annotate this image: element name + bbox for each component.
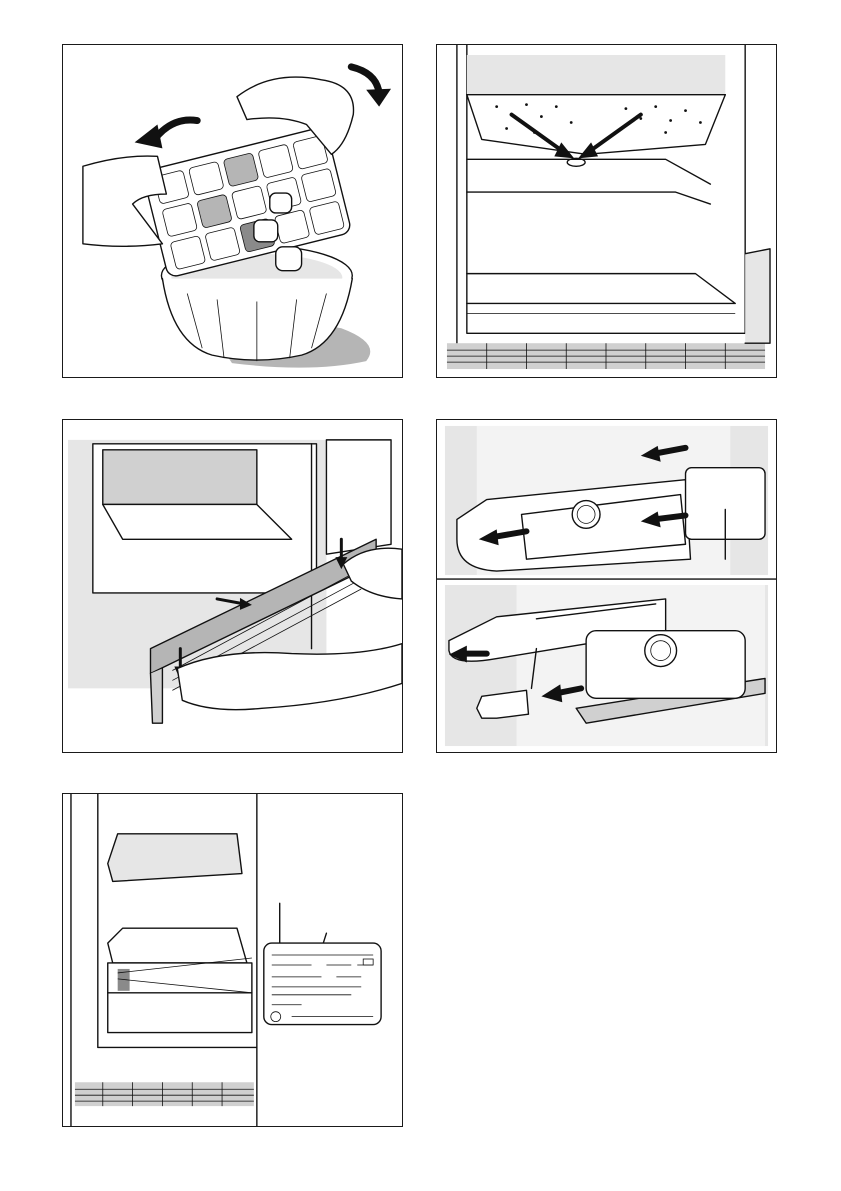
ice-cube bbox=[276, 247, 302, 271]
arrow-icon bbox=[154, 120, 197, 139]
illustration-ice-cube-tray bbox=[62, 44, 403, 378]
plate-logo bbox=[271, 1012, 281, 1022]
drawer-cover bbox=[108, 928, 247, 963]
glass-shelf bbox=[108, 834, 242, 882]
filter-dial-top bbox=[572, 501, 600, 529]
drain-hole-drawing bbox=[437, 45, 776, 377]
base-grille-drawing bbox=[63, 420, 402, 752]
arrow-head-icon bbox=[366, 89, 391, 107]
illustration-base-grille bbox=[62, 419, 403, 753]
arrow-head-icon bbox=[135, 125, 163, 149]
filter-dial-bottom bbox=[645, 635, 677, 667]
ice-tray-drawing bbox=[63, 45, 402, 377]
ice-cube bbox=[254, 220, 278, 242]
illustration-water-filter bbox=[436, 419, 777, 753]
illustration-drain-hole bbox=[436, 44, 777, 378]
ice-cube bbox=[270, 193, 292, 213]
open-door bbox=[326, 440, 391, 554]
arrow-icon bbox=[351, 67, 379, 93]
rating-plate-drawing bbox=[63, 794, 402, 1126]
illustration-rating-plate bbox=[62, 793, 403, 1127]
water-filter-drawing bbox=[437, 420, 776, 752]
